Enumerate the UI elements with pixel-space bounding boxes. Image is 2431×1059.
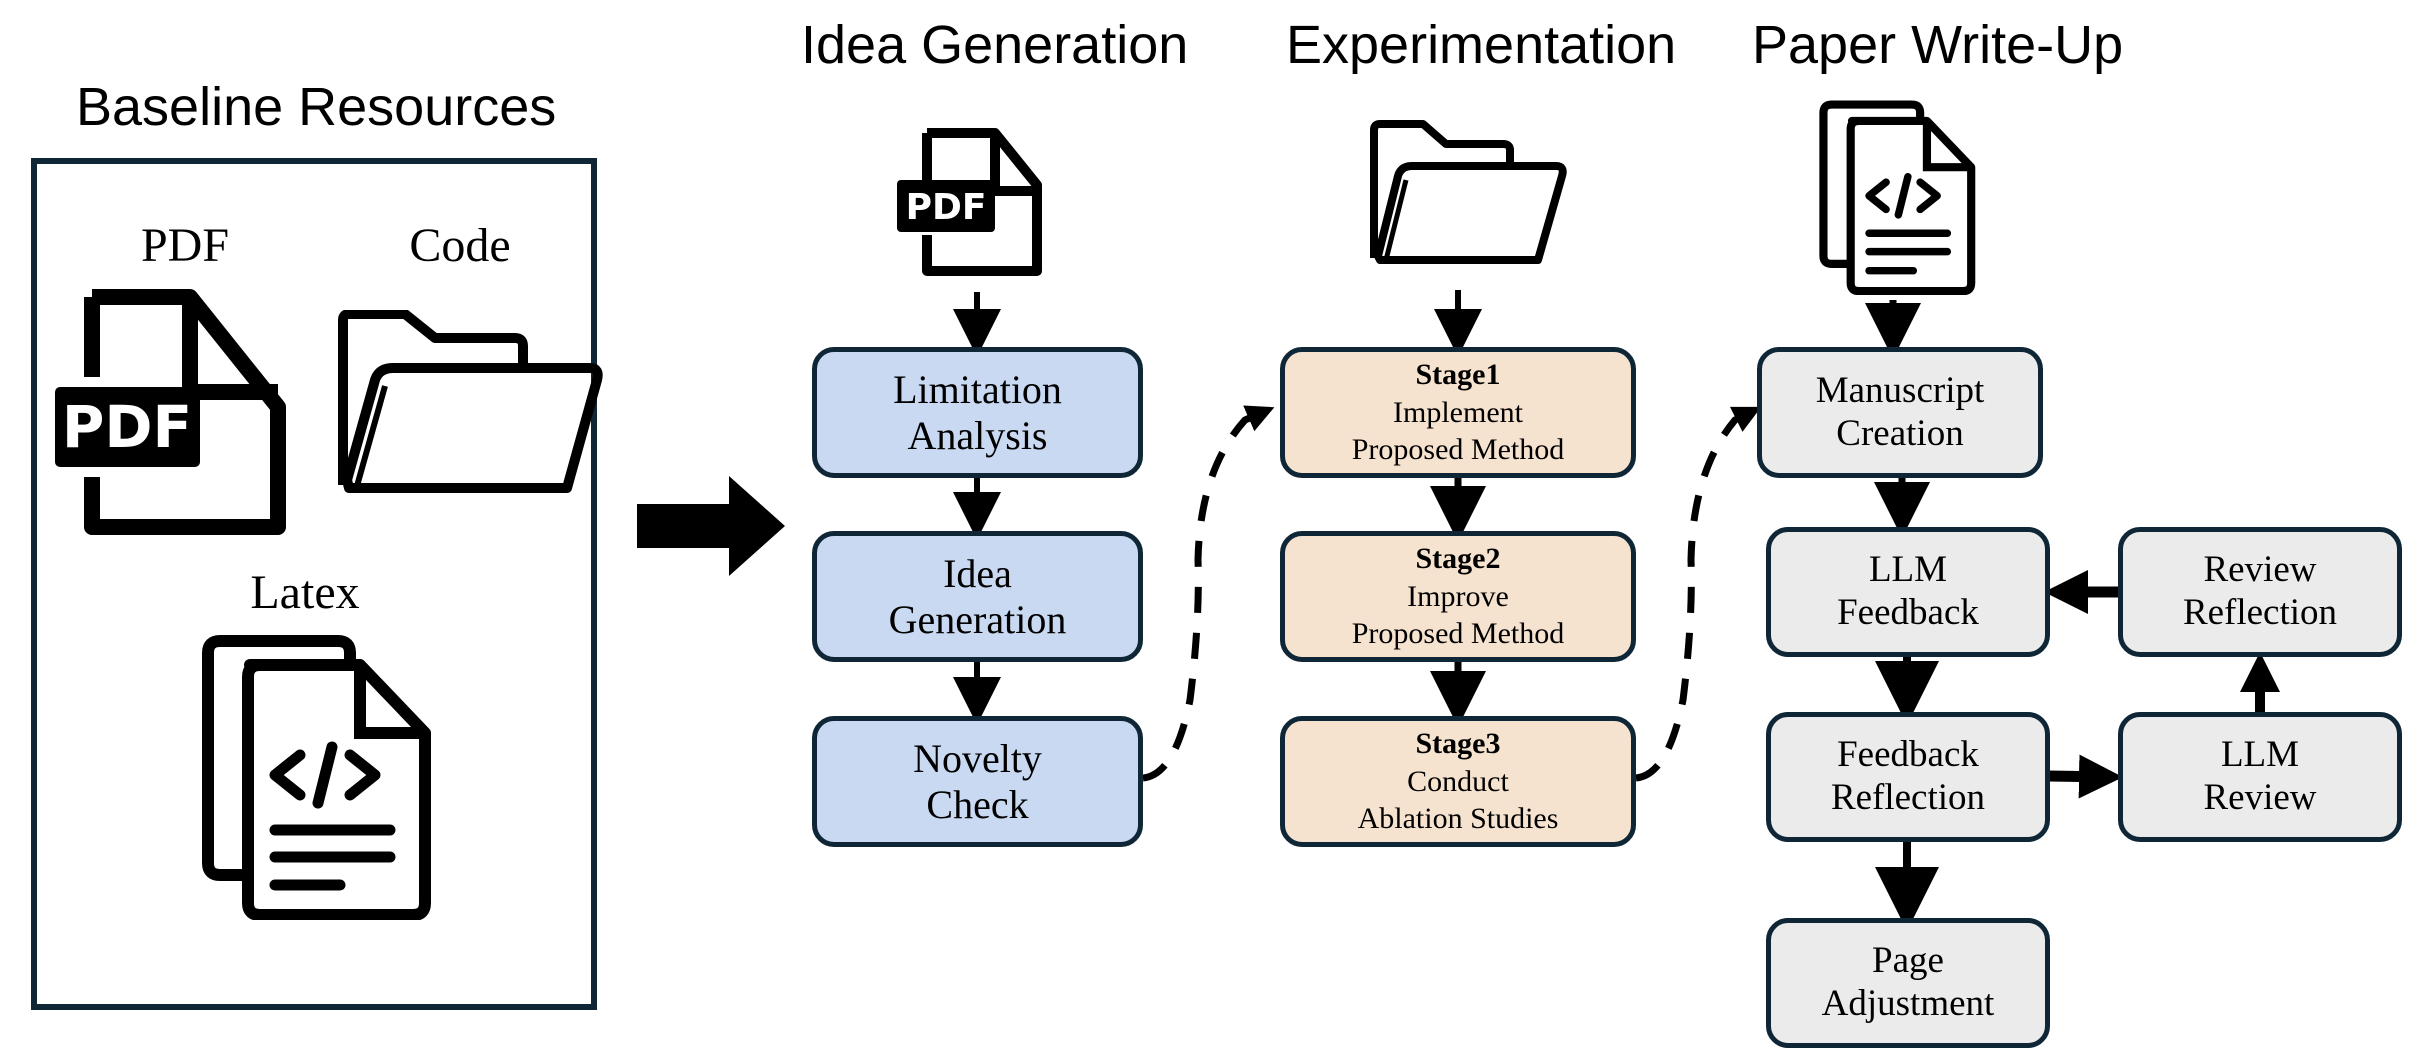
node-label: Proposed Method [1351, 433, 1565, 467]
node-label: Generation [888, 596, 1067, 642]
node-label: LLM [2220, 734, 2300, 776]
node-label: Creation [1836, 412, 1964, 454]
manuscript-creation-node: Manuscript Creation [1757, 347, 2043, 478]
stage3-node: Stage3 Conduct Ablation Studies [1280, 716, 1636, 847]
node-label: Feedback [1837, 734, 1979, 776]
arrow-feedback-reflection-to-llm-review [2048, 754, 2123, 799]
svg-text:PDF: PDF [62, 393, 192, 461]
svg-text:PDF: PDF [906, 187, 987, 228]
pdf-label: PDF [140, 219, 230, 272]
node-label: Feedback [1837, 592, 1979, 633]
node-label: Ablation Studies [1357, 802, 1559, 836]
baseline-resources-title: Baseline Resources [76, 77, 557, 137]
stage-label: Stage2 [1415, 542, 1501, 576]
review-reflection-node: Review Reflection [2118, 527, 2402, 657]
node-label: Review [2203, 549, 2317, 591]
limitation-analysis-node: Limitation Analysis [812, 347, 1143, 478]
stage-label: Stage1 [1415, 358, 1501, 392]
node-label: Implement [1393, 395, 1523, 429]
node-label: Review [2203, 777, 2317, 818]
latex-label: Latex [250, 566, 360, 619]
node-label: Reflection [2182, 592, 2338, 633]
baseline-resources-panel [31, 158, 597, 1010]
llm-feedback-node: LLM Feedback [1766, 527, 2050, 657]
feedback-reflection-node: Feedback Reflection [1766, 712, 2050, 842]
code-document-icon [202, 635, 431, 920]
idea-generation-title: Idea Generation [801, 15, 1189, 75]
node-label: Proposed Method [1351, 617, 1565, 651]
node-label: Check [926, 781, 1029, 827]
paper-write-up-title: Paper Write-Up [1752, 15, 2124, 75]
code-label: Code [409, 219, 511, 272]
node-label: Improve [1407, 579, 1509, 613]
node-label: LLM [1868, 549, 1948, 591]
code-document-icon [1819, 100, 1976, 295]
pdf-file-icon: PDF [55, 289, 286, 535]
node-label: Limitation [893, 366, 1062, 412]
node-label: Conduct [1407, 764, 1509, 798]
idea-generation-node: Idea Generation [812, 531, 1143, 662]
node-label: Reflection [1830, 777, 1986, 818]
node-label: Analysis [907, 412, 1048, 458]
node-label: Page [1872, 940, 1944, 982]
open-folder-icon [338, 310, 603, 493]
pdf-file-icon: PDF [897, 128, 1042, 276]
dashed-arrow-stage3-to-manuscript [1635, 406, 1762, 782]
dashed-arrow-novelty-to-stage1 [1142, 405, 1275, 782]
page-adjustment-node: Page Adjustment [1766, 918, 2050, 1048]
flow-arrow-icon [637, 476, 785, 576]
stage-label: Stage3 [1415, 727, 1501, 761]
novelty-check-node: Novelty Check [812, 716, 1143, 847]
llm-review-node: LLM Review [2118, 712, 2402, 842]
node-label: Idea [943, 550, 1012, 596]
experimentation-title: Experimentation [1286, 15, 1677, 75]
open-folder-icon [1370, 120, 1567, 264]
node-label: Adjustment [1821, 983, 1995, 1024]
node-label: Novelty [913, 735, 1042, 781]
stage1-node: Stage1 Implement Proposed Method [1280, 347, 1636, 478]
node-label: Manuscript [1815, 369, 1985, 411]
stage2-node: Stage2 Improve Proposed Method [1280, 531, 1636, 662]
